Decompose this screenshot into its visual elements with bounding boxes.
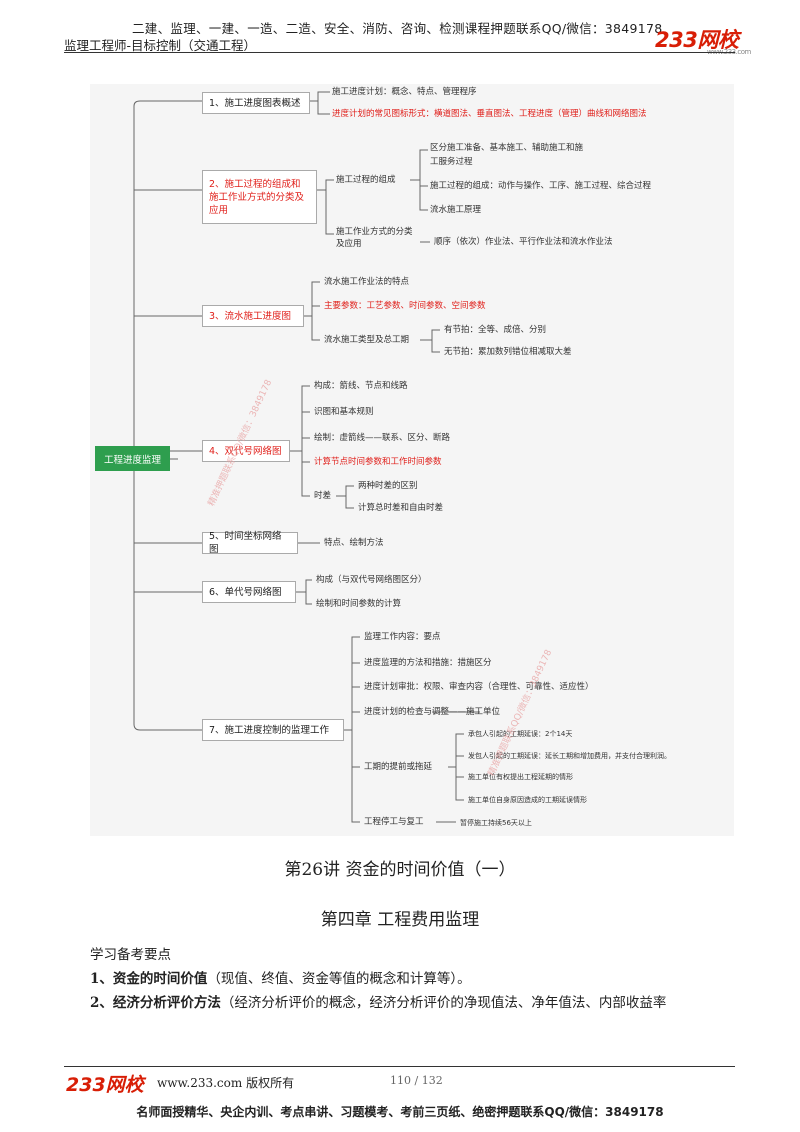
- b4-item: 构成：箭线、节点和线路: [314, 381, 408, 391]
- b7-delay: 施工单位自身原因造成的工期延误情形: [468, 796, 587, 804]
- b3-beat: 无节拍：累加数列错位相减取大差: [444, 347, 572, 357]
- b2-item: 工服务过程: [430, 157, 473, 167]
- b7-item: 进度计划审批：权限、审查内容（合理性、可靠性、适应性）: [364, 682, 594, 692]
- mindmap-canvas: 工程进度监理 1、施工进度图表概述 施工进度计划：概念、特点、管理程序 进度计划…: [90, 84, 734, 836]
- b7-item: 进度计划的检查与调整——施工单位: [364, 707, 501, 717]
- b7-item: 工期的提前或拖延: [364, 762, 433, 772]
- branch-2-box: 2、施工过程的组成和施工作业方式的分类及应用: [202, 170, 317, 224]
- branch-7-box: 7、施工进度控制的监理工作: [202, 719, 344, 741]
- branch-3-box: 3、流水施工进度图: [202, 305, 304, 327]
- footer-logo: 233网校: [66, 1074, 144, 1096]
- b6-item: 绘制和时间参数的计算: [316, 599, 402, 609]
- b2-item: 流水施工原理: [430, 205, 482, 215]
- branch-1-box: 1、施工进度图表概述: [202, 92, 310, 114]
- b2-item: 区分施工准备、基本施工、辅助施工和施: [430, 143, 584, 153]
- header-subject: 监理工程师-目标控制（交通工程）: [64, 38, 257, 53]
- b3-item: 流水施工作业法的特点: [324, 277, 410, 287]
- b3-item: 流水施工类型及总工期: [324, 335, 410, 345]
- footer-copyright: www.233.com 版权所有: [157, 1076, 295, 1090]
- b4-float: 两种时差的区别: [358, 481, 418, 491]
- chapter-title: 第四章 工程费用监理: [320, 910, 480, 930]
- b4-float: 计算总时差和自由时差: [358, 503, 444, 513]
- b1-item: 施工进度计划：概念、特点、管理程序: [332, 87, 477, 97]
- b4-item: 计算节点时间参数和工作时间参数: [314, 457, 442, 467]
- branch-5-box: 5、时间坐标网络图: [202, 531, 298, 555]
- b4-item: 绘制：虚箭线——联系、区分、断路: [314, 433, 451, 443]
- b7-stop: 暂停施工持续56天以上: [460, 819, 532, 827]
- study-heading: 学习备考要点: [90, 947, 171, 963]
- b2-item: 施工过程的组成：动作与操作、工序、施工过程、综合过程: [430, 181, 652, 191]
- b4-item: 时差: [314, 491, 332, 501]
- branch-6-box: 6、单代号网络图: [202, 581, 296, 603]
- branch-4-box: 4、双代号网络图: [202, 440, 290, 462]
- b7-delay: 承包人引起的工期延误：2个14天: [468, 730, 573, 738]
- b7-delay: 发包人引起的工期延误：延长工期和增加费用，并支付合理利润。: [468, 752, 671, 760]
- b4-item: 识图和基本规则: [314, 407, 374, 417]
- b6-item: 构成（与双代号网络图区分）: [316, 575, 427, 585]
- b7-item: 监理工作内容：要点: [364, 632, 441, 642]
- b2-item: 顺序（依次）作业法、平行作业法和流水作业法: [434, 237, 613, 247]
- b2-sub: 施工作业方式的分类及应用: [336, 227, 413, 249]
- b7-delay: 施工单位有权提出工程延期的情形: [468, 773, 573, 781]
- footer-promo: 名师面授精华、央企内训、考点串讲、习题模考、考前三页纸、绝密押题联系QQ/微信：…: [136, 1105, 664, 1119]
- header-promo-line: 二建、监理、一建、一造、二造、安全、消防、咨询、检测课程押题联系QQ/微信：38…: [132, 21, 663, 36]
- b3-beat: 有节拍：全等、成倍、分别: [444, 325, 547, 335]
- mindmap-connectors: [133, 91, 480, 823]
- page-number: 110 / 132: [390, 1074, 443, 1087]
- study-point-1: 1、资金的时间价值（现值、终值、资金等值的概念和计算等）。: [90, 971, 471, 987]
- mindmap-root: 工程进度监理: [95, 446, 170, 471]
- header-divider: [64, 52, 735, 53]
- lecture-title: 第26讲 资金的时间价值（一）: [284, 860, 516, 880]
- b1-item: 进度计划的常见图标形式：横道图法、垂直图法、工程进度（管理）曲线和网络图法: [332, 109, 647, 119]
- b7-item: 工程停工与复工: [364, 817, 424, 827]
- b2-sub: 施工过程的组成: [336, 175, 396, 185]
- b7-item: 进度监理的方法和措施：措施区分: [364, 658, 492, 668]
- study-point-2: 2、经济分析评价方法（经济分析评价的概念，经济分析评价的净现值法、净年值法、内部…: [90, 995, 667, 1011]
- b3-item: 主要参数：工艺参数、时间参数、空间参数: [324, 301, 486, 311]
- b5-item: 特点、绘制方法: [324, 538, 384, 548]
- footer-divider: [64, 1066, 735, 1067]
